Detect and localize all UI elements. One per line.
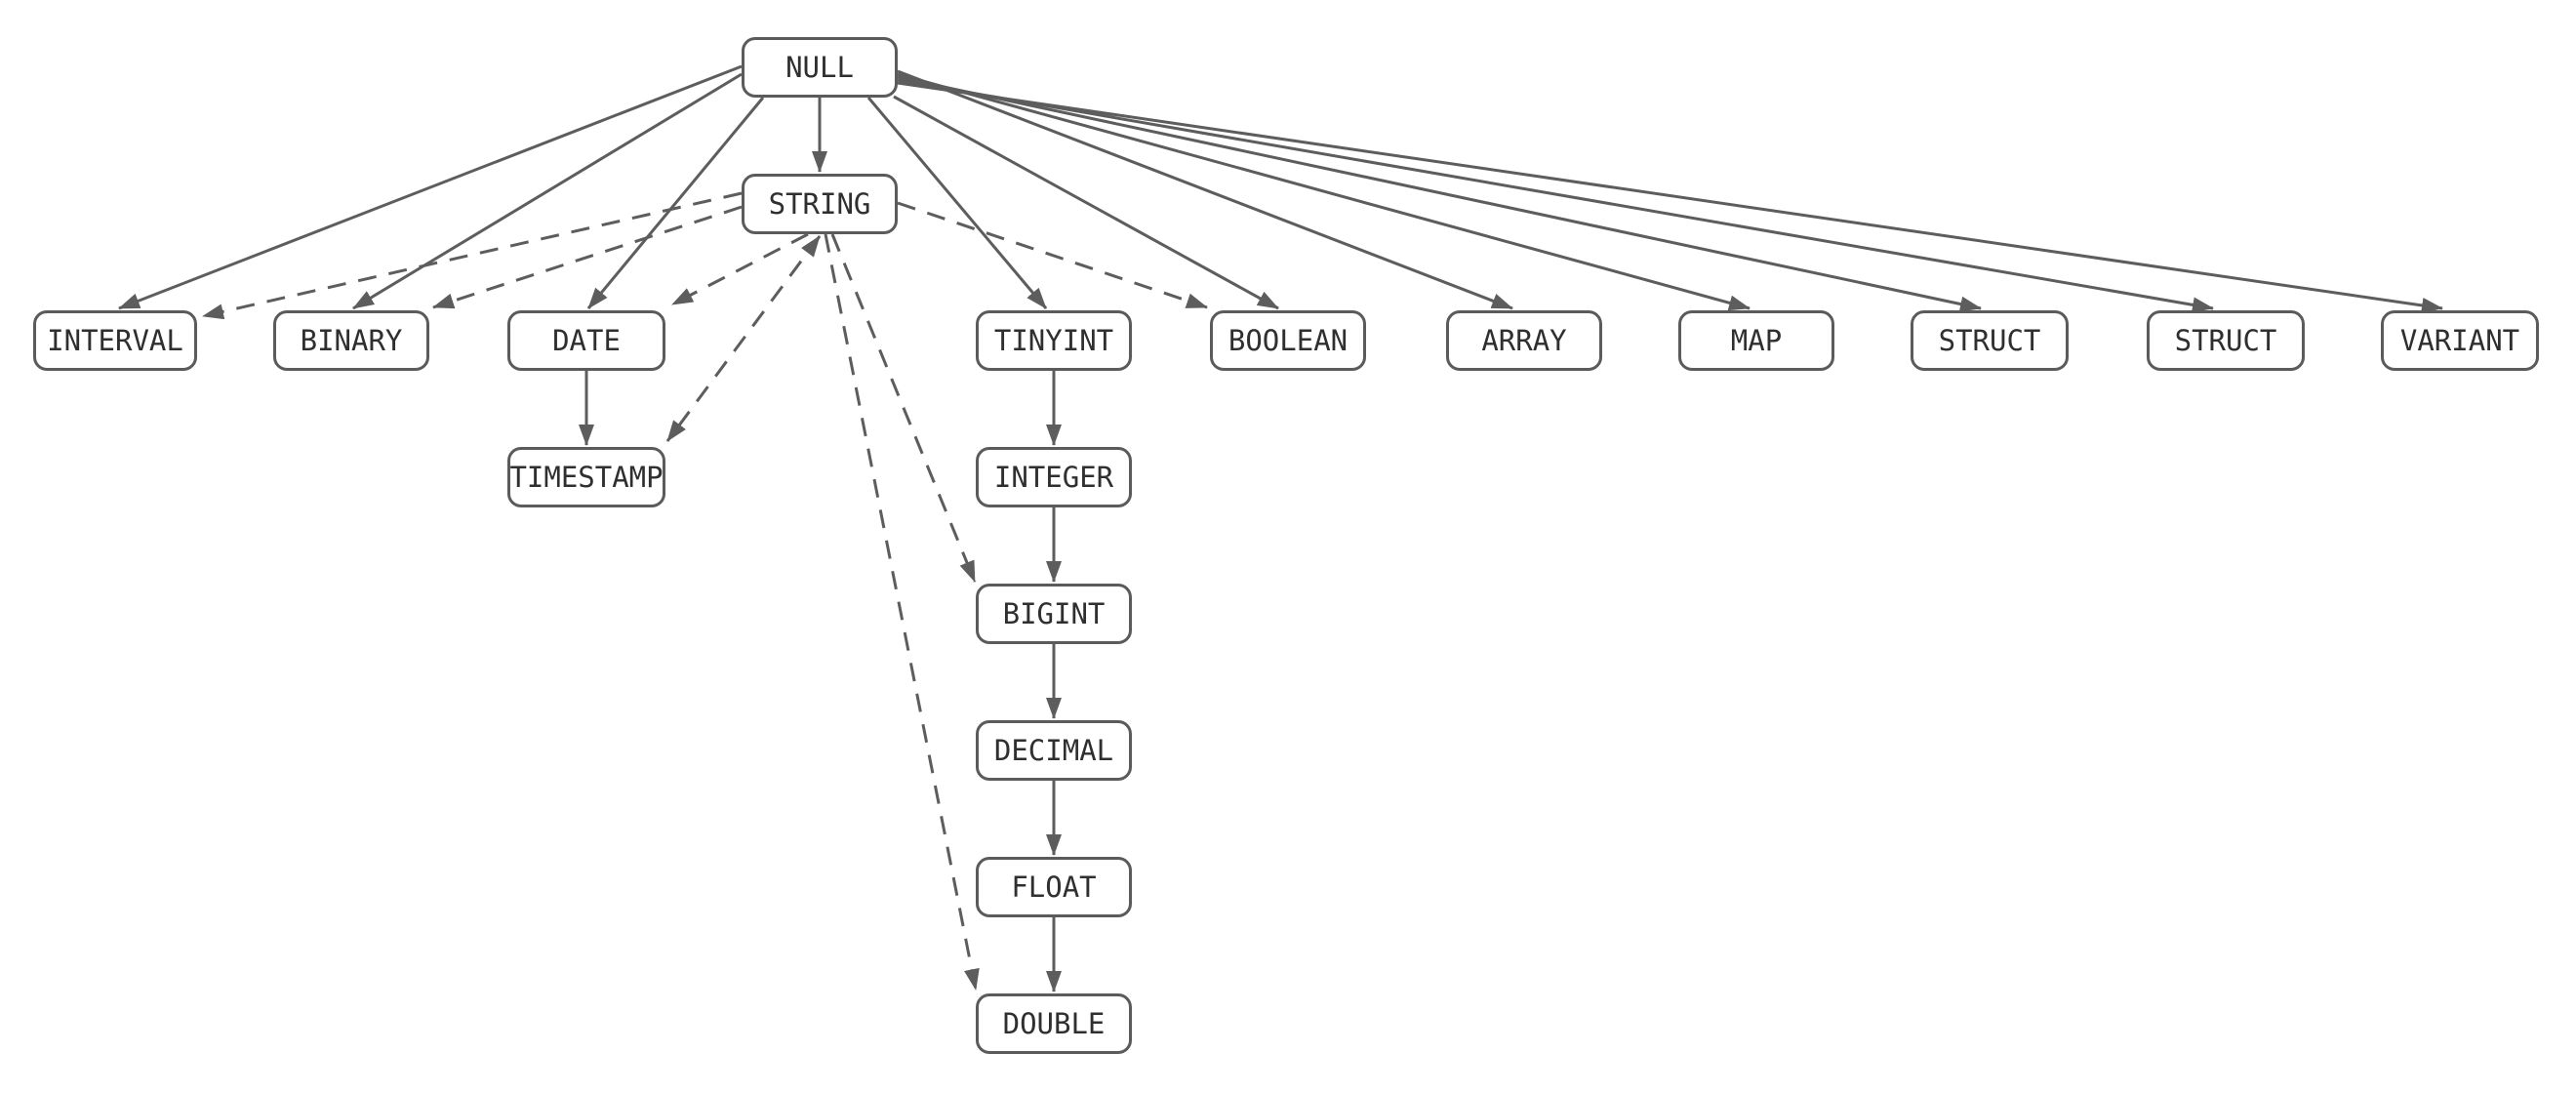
node-label-array: ARRAY [1481, 324, 1567, 357]
node-interval: INTERVAL [33, 310, 197, 371]
node-label-string: STRING [768, 187, 871, 221]
node-label-date: DATE [552, 324, 621, 357]
node-label-variant: VARIANT [2399, 324, 2520, 357]
node-binary: BINARY [273, 310, 429, 371]
node-label-bigint: BIGINT [1002, 597, 1106, 630]
node-decimal: DECIMAL [976, 720, 1132, 781]
edge-null-tinyint [866, 97, 1048, 309]
node-double: DOUBLE [976, 993, 1132, 1054]
edge-null-interval [118, 64, 743, 310]
node-string: STRING [742, 174, 898, 234]
node-bigint: BIGINT [976, 584, 1132, 644]
node-tinyint: TINYINT [976, 310, 1132, 371]
edge-null-date [586, 97, 765, 309]
node-label-float: FLOAT [1011, 870, 1097, 904]
node-label-map: MAP [1730, 324, 1783, 357]
edge-string-timestamp [665, 235, 822, 442]
edge-null-variant [897, 81, 2443, 313]
node-timestamp: TIMESTAMP [507, 447, 665, 507]
node-date: DATE [507, 310, 665, 371]
node-label-integer: INTEGER [993, 461, 1114, 494]
node-boolean: BOOLEAN [1210, 310, 1366, 371]
node-map: MAP [1678, 310, 1834, 371]
node-struct2: STRUCT [2147, 310, 2305, 371]
node-label-boolean: BOOLEAN [1228, 324, 1348, 357]
node-label-timestamp: TIMESTAMP [509, 461, 664, 494]
node-variant: VARIANT [2381, 310, 2539, 371]
edge-string-double [824, 233, 980, 991]
node-label-binary: BINARY [300, 324, 403, 357]
node-null: NULL [742, 37, 898, 98]
node-label-double: DOUBLE [1002, 1007, 1106, 1040]
node-label-null: NULL [785, 51, 854, 84]
node-float: FLOAT [976, 857, 1132, 917]
node-integer: INTEGER [976, 447, 1132, 507]
edge-string-binary [432, 205, 743, 309]
node-label-struct1: STRUCT [1938, 324, 2041, 357]
edge-null-map [897, 72, 1751, 311]
edge-null-boolean [893, 95, 1279, 310]
edge-null-array [897, 69, 1513, 310]
node-label-tinyint: TINYINT [993, 324, 1114, 357]
node-label-struct2: STRUCT [2174, 324, 2277, 357]
edge-null-binary [352, 72, 743, 310]
edge-null-struct2 [897, 78, 2214, 313]
node-label-decimal: DECIMAL [993, 734, 1114, 767]
edge-string-boolean [897, 201, 1208, 309]
edge-string-bigint [830, 233, 977, 583]
node-struct1: STRUCT [1911, 310, 2069, 371]
node-array: ARRAY [1446, 310, 1602, 371]
edge-string-interval [202, 191, 743, 320]
edge-string-date [671, 232, 809, 306]
node-label-interval: INTERVAL [47, 324, 183, 357]
edge-null-struct1 [897, 75, 1982, 312]
